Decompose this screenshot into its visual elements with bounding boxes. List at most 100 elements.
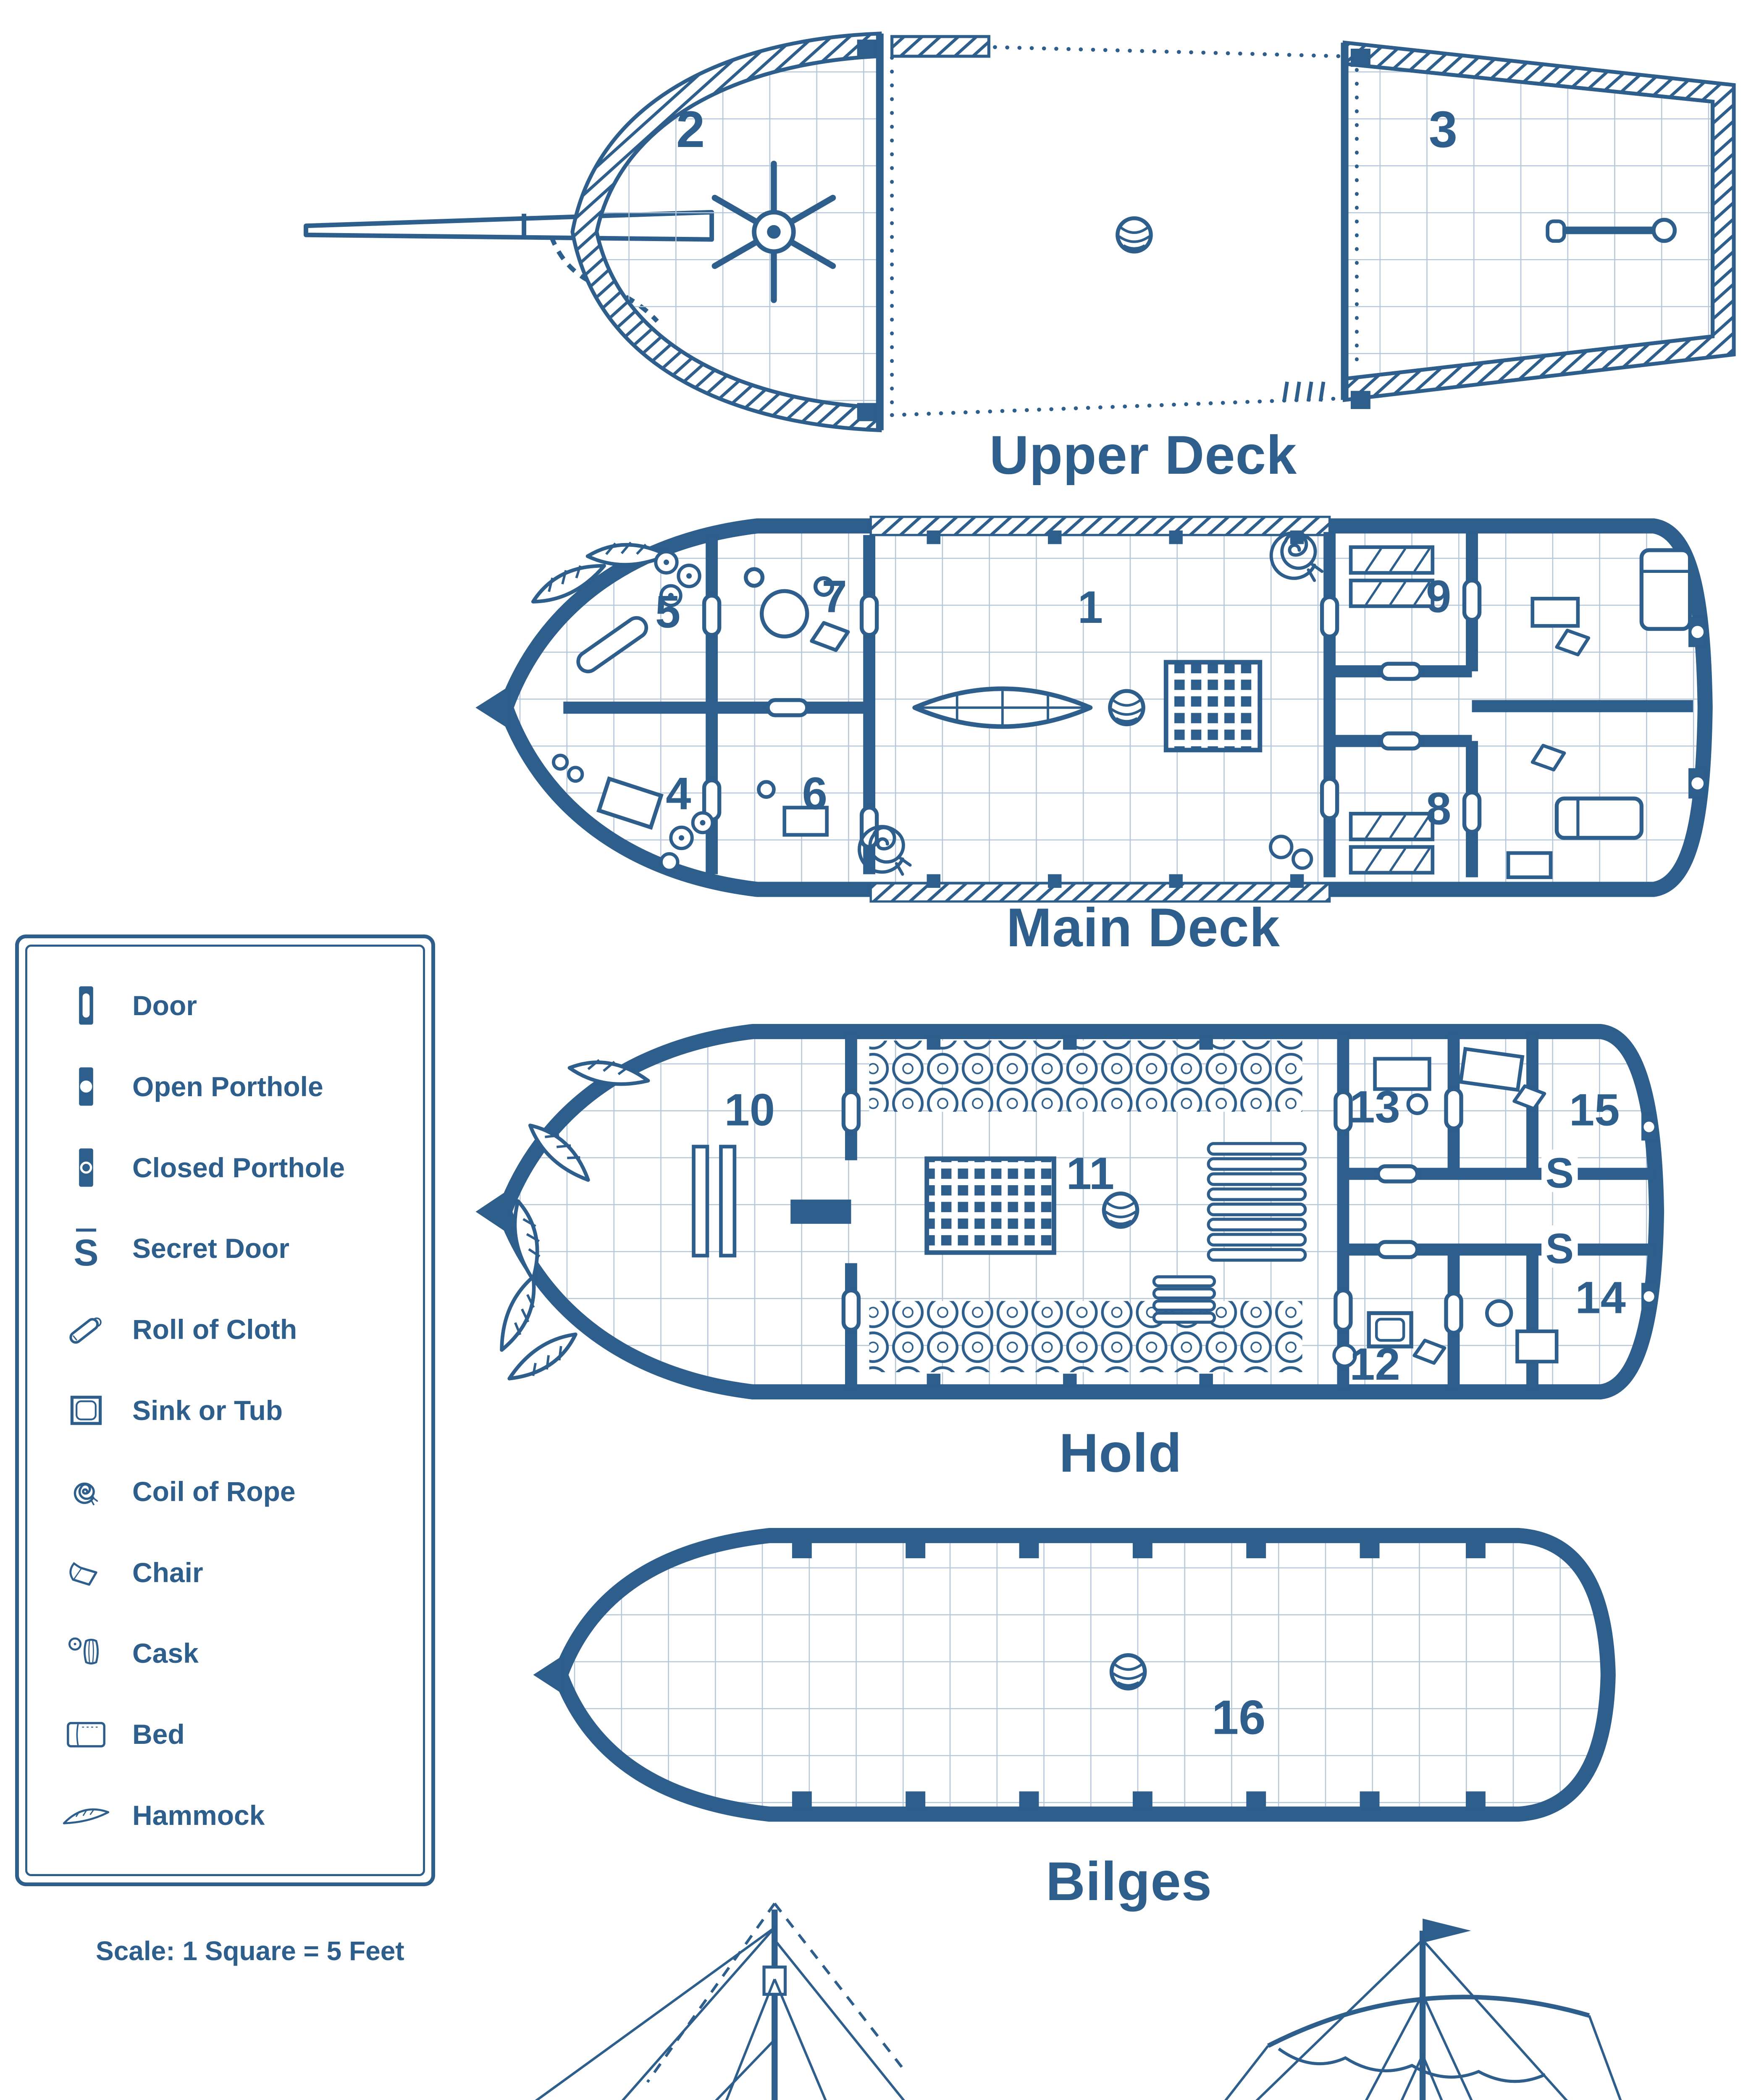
- sink-or-tub-icon: [57, 1381, 116, 1440]
- secret-door-s-bottom: S: [1546, 1226, 1574, 1273]
- legend-label: Chair: [132, 1557, 203, 1588]
- room-number-15: 15: [1569, 1084, 1620, 1135]
- mast-icon: [1116, 216, 1153, 254]
- barrel-rows-bottom: [869, 1301, 1302, 1373]
- legend-label: Open Porthole: [132, 1071, 323, 1102]
- room-number-14: 14: [1575, 1272, 1626, 1323]
- legend-item-cask: Cask: [57, 1624, 406, 1683]
- secret-door-icon: S: [57, 1219, 116, 1278]
- bilges-hull: [553, 1528, 1616, 1822]
- deck-planking-marks: [1282, 381, 1326, 402]
- room-number-10: 10: [724, 1084, 775, 1135]
- hold-plan: S S: [475, 1024, 1664, 1399]
- rigging-diagram-left: [535, 1903, 905, 2100]
- legend-item-open-porthole: Open Porthole: [57, 1057, 406, 1116]
- interior-walls: [563, 532, 1693, 877]
- forecastle-deck-grid: [595, 54, 882, 410]
- open-porthole-icon: [57, 1057, 116, 1116]
- prow-beak: [475, 686, 509, 729]
- stern-cabin-bottom: [1506, 744, 1644, 879]
- cloth-roll-stack: [1152, 1142, 1307, 1324]
- prow-beak: [533, 1655, 564, 1695]
- room-13-furnishings: [1373, 1047, 1546, 1116]
- room-7-furnishings: [744, 567, 850, 652]
- cask-icon: [57, 1624, 116, 1683]
- legend: Door Open Porthole Closed Porthole S Sec…: [15, 934, 435, 1886]
- roll-of-cloth-icon: [57, 1300, 116, 1359]
- scale-note: Scale: 1 Square = 5 Feet: [96, 1936, 404, 1966]
- cargo-grate-icon: [1163, 660, 1263, 753]
- tiller-icon: [1546, 218, 1677, 243]
- room-number-4: 4: [666, 768, 691, 819]
- legend-item-bed: Bed: [57, 1705, 406, 1764]
- room-number-5: 5: [655, 586, 680, 637]
- roll-of-cloth-icon: [576, 616, 648, 674]
- legend-label: Bed: [132, 1719, 185, 1750]
- legend-item-sink-or-tub: Sink or Tub: [57, 1381, 406, 1440]
- room-5-furnishings: [527, 537, 701, 674]
- legend-label: Coil of Rope: [132, 1475, 296, 1507]
- room-10-furnishings: [488, 1049, 737, 1386]
- forecastle: 2: [570, 32, 894, 433]
- room-1-furnishings: [859, 533, 1322, 874]
- room-number-3: 3: [1429, 100, 1457, 158]
- leg极end-item-secret-door: S Secret Door: [57, 1219, 406, 1278]
- aftcastle: 3: [1341, 40, 1736, 409]
- legend-label: Closed Porthole: [132, 1152, 345, 1183]
- coil-of-rope-icon: [57, 1462, 116, 1521]
- room-6-furnishings: [757, 780, 829, 837]
- legend-label: Hammock: [132, 1799, 265, 1831]
- room-number-1: 1: [1078, 582, 1103, 633]
- legend-label: Cask: [132, 1638, 199, 1669]
- deck-label-main: Main Deck: [1006, 897, 1281, 958]
- wall-stub: [790, 1200, 851, 1224]
- bilges-plan: 16: [533, 1528, 1616, 1822]
- barrel-rows-top: [869, 1040, 1302, 1112]
- chair-icon: [57, 1543, 116, 1602]
- door-icon: [57, 976, 116, 1035]
- prow-beak: [475, 1190, 508, 1233]
- closed-porthole-icon: [57, 1138, 116, 1197]
- room-number-16: 16: [1212, 1690, 1265, 1744]
- room-number-12: 12: [1349, 1339, 1400, 1389]
- room-9-furnishings: [1349, 545, 1435, 608]
- bed-icon: [57, 1705, 116, 1764]
- room-number-6: 6: [802, 768, 827, 819]
- waist-deck: [890, 35, 1344, 417]
- room-number-8: 8: [1426, 783, 1451, 834]
- mast-icon: [1102, 1192, 1139, 1229]
- legend-inner: Door Open Porthole Closed Porthole S Sec…: [25, 945, 425, 1876]
- room-number-13: 13: [1349, 1081, 1400, 1132]
- capstan-icon: [711, 160, 836, 303]
- mast-icon: [1109, 1653, 1147, 1690]
- main-deck-plan: 1 5 7 4 6 9 8: [475, 515, 1713, 903]
- legend-item-door: Door: [57, 976, 406, 1035]
- legend-item-hammock: Hammock: [57, 1786, 406, 1845]
- door-icons: [841, 1087, 1463, 1335]
- deck-label-upper: Upper Deck: [989, 424, 1297, 486]
- legend-label: Sink or Tub: [132, 1394, 283, 1426]
- stern-cabin-top: [1530, 548, 1692, 656]
- ships-boat-icon: [912, 686, 1093, 729]
- bulwark-top: [869, 515, 1331, 536]
- upper-deck-plan: 2 3: [304, 32, 1736, 433]
- secret-door-s-top: S: [1546, 1150, 1574, 1197]
- legend-item-closed-porthole: Closed Porthole: [57, 1138, 406, 1197]
- room-number-7: 7: [822, 571, 847, 622]
- secret-door-marks: S S: [1541, 1150, 1578, 1273]
- hammock-icon: [57, 1786, 116, 1845]
- legend-item-roll-of-cloth: Roll of Cloth: [57, 1300, 406, 1359]
- porthole-icons: [1688, 617, 1707, 799]
- deck-cleats: [927, 530, 1304, 888]
- mast-icon: [1108, 689, 1145, 727]
- secret-door-letter: S: [74, 1232, 98, 1273]
- room-11-cargo: [869, 1040, 1307, 1373]
- legend-item-chair: Chair: [57, 1543, 406, 1602]
- deck-label-bilges: Bilges: [1045, 1851, 1213, 1912]
- interior-walls: [845, 1034, 1654, 1389]
- bulwark-bottom: [869, 882, 1331, 903]
- room-4-furnishings: [551, 753, 714, 872]
- rigging-diagram-right: [1224, 1919, 1622, 2100]
- room-8-furnishings: [1349, 811, 1435, 875]
- room-number-2: 2: [676, 100, 705, 158]
